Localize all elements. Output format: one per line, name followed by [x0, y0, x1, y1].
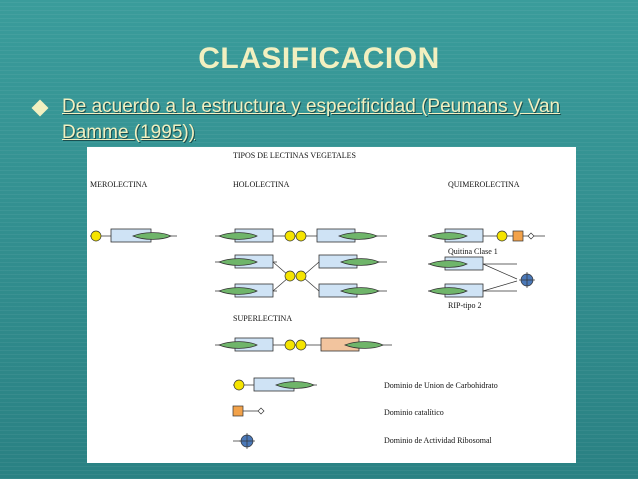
label-merolectina: MEROLECTINA: [90, 180, 148, 189]
label-quimerolectina: QUIMEROLECTINA: [448, 180, 520, 189]
label-superlectina: SUPERLECTINA: [233, 314, 292, 323]
label-rip: RIP-tipo 2: [448, 301, 482, 310]
chimerolectin-rip-top: [428, 256, 518, 280]
hololectin-dimer: [215, 228, 387, 243]
legend-ribosomal-label: Dominio de Actividad Ribosomal: [384, 436, 493, 445]
legend-carbohydrate-label: Dominio de Union de Carbohidrato: [384, 381, 498, 390]
superlectin-structure: [215, 337, 392, 352]
merolectin-structure: [90, 228, 177, 243]
diagram-header: TIPOS DE LECTINAS VEGETALES: [233, 151, 356, 160]
legend-catalytic-label: Dominio catalítico: [384, 408, 444, 417]
lectin-diagram-svg: TIPOS DE LECTINAS VEGETALES MEROLECTINA …: [90, 151, 545, 449]
bullet-diamond-icon: [31, 99, 49, 117]
slide-title: CLASIFICACION: [198, 42, 440, 75]
label-hololectina: HOLOLECTINA: [233, 180, 290, 189]
ribosomal-domain-icon: [519, 272, 535, 288]
bullet-text: De acuerdo a la estructura y especificid…: [62, 96, 561, 143]
label-quitina: Quitina Clase 1: [448, 247, 498, 256]
lectin-diagram: TIPOS DE LECTINAS VEGETALES MEROLECTINA …: [87, 147, 576, 463]
legend-carbohydrate-icon: [233, 377, 317, 392]
legend-catalytic-icon: [232, 405, 265, 417]
hololectin-tetramer: [215, 254, 387, 298]
chimerolectin-rip-bottom: [428, 280, 518, 298]
chimerolectin-quitina: [428, 228, 545, 243]
legend-ribosomal-icon: [233, 433, 255, 449]
